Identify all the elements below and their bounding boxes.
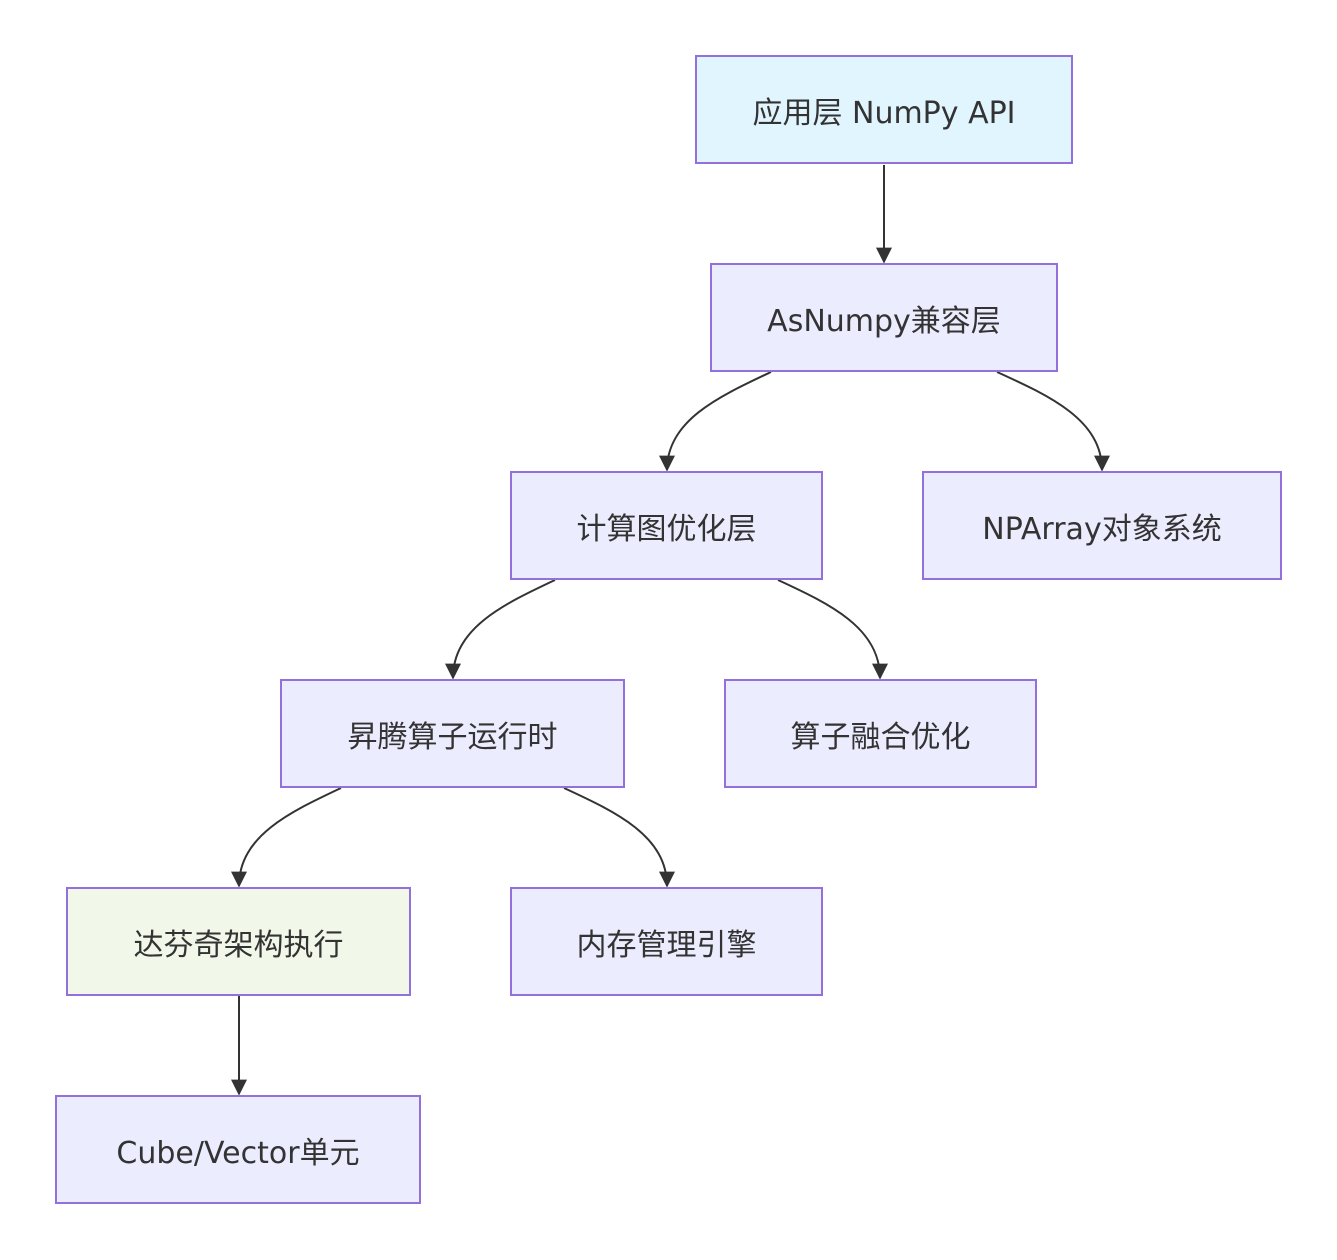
edge-runtime-to-memory — [563, 787, 675, 888]
node-app-layer-label: 应用层 NumPy API — [752, 95, 1016, 131]
edge-compat-to-nparray — [996, 371, 1110, 472]
node-ascend-operator-runtime: 昇腾算子运行时 — [280, 679, 625, 788]
node-nparray-object-system-label: NPArray对象系统 — [982, 511, 1222, 547]
edge-graph-to-runtime — [445, 579, 556, 680]
node-memory-engine: 内存管理引擎 — [510, 887, 823, 996]
edge-graph-to-fusion — [777, 579, 888, 680]
node-graph-optimization-layer-label: 计算图优化层 — [576, 511, 757, 547]
node-cube-vector-unit: Cube/Vector单元 — [55, 1095, 421, 1204]
node-asnumpy-compat-layer-label: AsNumpy兼容层 — [767, 303, 1001, 339]
node-operator-fusion-label: 算子融合优化 — [790, 719, 971, 755]
node-app-layer: 应用层 NumPy API — [695, 55, 1073, 164]
node-cube-vector-unit-label: Cube/Vector单元 — [116, 1135, 360, 1171]
node-davinci-execution-label: 达芬奇架构执行 — [133, 927, 344, 963]
edge-runtime-to-davinci — [231, 787, 342, 888]
edge-compat-to-graph — [659, 371, 772, 472]
node-operator-fusion: 算子融合优化 — [724, 679, 1037, 788]
node-nparray-object-system: NPArray对象系统 — [922, 471, 1282, 580]
node-ascend-operator-runtime-label: 昇腾算子运行时 — [347, 719, 558, 755]
node-davinci-execution: 达芬奇架构执行 — [66, 887, 411, 996]
node-graph-optimization-layer: 计算图优化层 — [510, 471, 823, 580]
node-asnumpy-compat-layer: AsNumpy兼容层 — [710, 263, 1058, 372]
node-memory-engine-label: 内存管理引擎 — [576, 927, 757, 963]
